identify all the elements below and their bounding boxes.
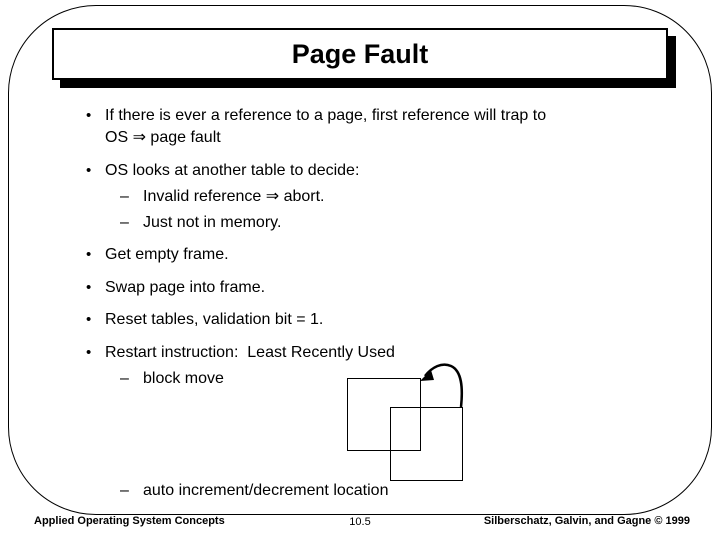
page-title: Page Fault: [291, 38, 429, 69]
sub-bullet-item: – Invalid reference ⇒ abort.: [120, 186, 660, 208]
dash-icon: –: [120, 188, 129, 205]
title-box: Page Fault: [52, 28, 668, 80]
footer-authors: Silberschatz, Galvin, and Gagne © 1999: [483, 515, 690, 527]
sub-bullet-item: – block move: [120, 368, 520, 390]
dash-icon: –: [120, 370, 129, 387]
frame-rect-1: [347, 378, 421, 451]
loop-arrow-icon: [420, 363, 464, 408]
slide-rounded-border: [8, 5, 712, 515]
sub-bullet-item: – auto increment/decrement location: [120, 480, 520, 502]
bullet-item: • If there is ever a reference to a page…: [86, 105, 666, 149]
footer-page-number: 10.5: [349, 516, 371, 528]
bullet-item: • Get empty frame.: [86, 244, 666, 266]
sub-bullet-item: – Just not in memory.: [120, 212, 660, 234]
sub-bullet-text: Invalid reference ⇒ abort.: [143, 188, 325, 205]
dash-icon: –: [120, 482, 129, 499]
bullet-icon: •: [86, 279, 92, 296]
bullet-icon: •: [86, 162, 92, 179]
sub-bullet-text: auto increment/decrement location: [143, 482, 389, 499]
bullet-icon: •: [86, 311, 92, 328]
bullet-icon: •: [86, 344, 92, 361]
bullet-item: • Restart instruction: Least Recently Us…: [86, 342, 666, 364]
bullet-icon: •: [86, 246, 92, 263]
dash-icon: –: [120, 214, 129, 231]
sub-bullet-text: block move: [143, 370, 224, 387]
footer-book-title: Applied Operating System Concepts: [34, 515, 225, 527]
bullet-icon: •: [86, 107, 92, 124]
bullet-text: If there is ever a reference to a page, …: [105, 107, 547, 146]
bullet-text: Get empty frame.: [105, 246, 229, 263]
bullet-item: • Swap page into frame.: [86, 277, 666, 299]
bullet-text: Reset tables, validation bit = 1.: [105, 311, 324, 328]
bullet-item: • Reset tables, validation bit = 1.: [86, 309, 666, 331]
sub-bullet-text: Just not in memory.: [143, 214, 282, 231]
bullet-item: • OS looks at another table to decide:: [86, 160, 666, 182]
bullet-text: OS looks at another table to decide:: [105, 162, 360, 179]
frame-rect-2: [390, 407, 463, 481]
bullet-text: Restart instruction: Least Recently Used: [105, 344, 395, 361]
bullet-text: Swap page into frame.: [105, 279, 266, 296]
